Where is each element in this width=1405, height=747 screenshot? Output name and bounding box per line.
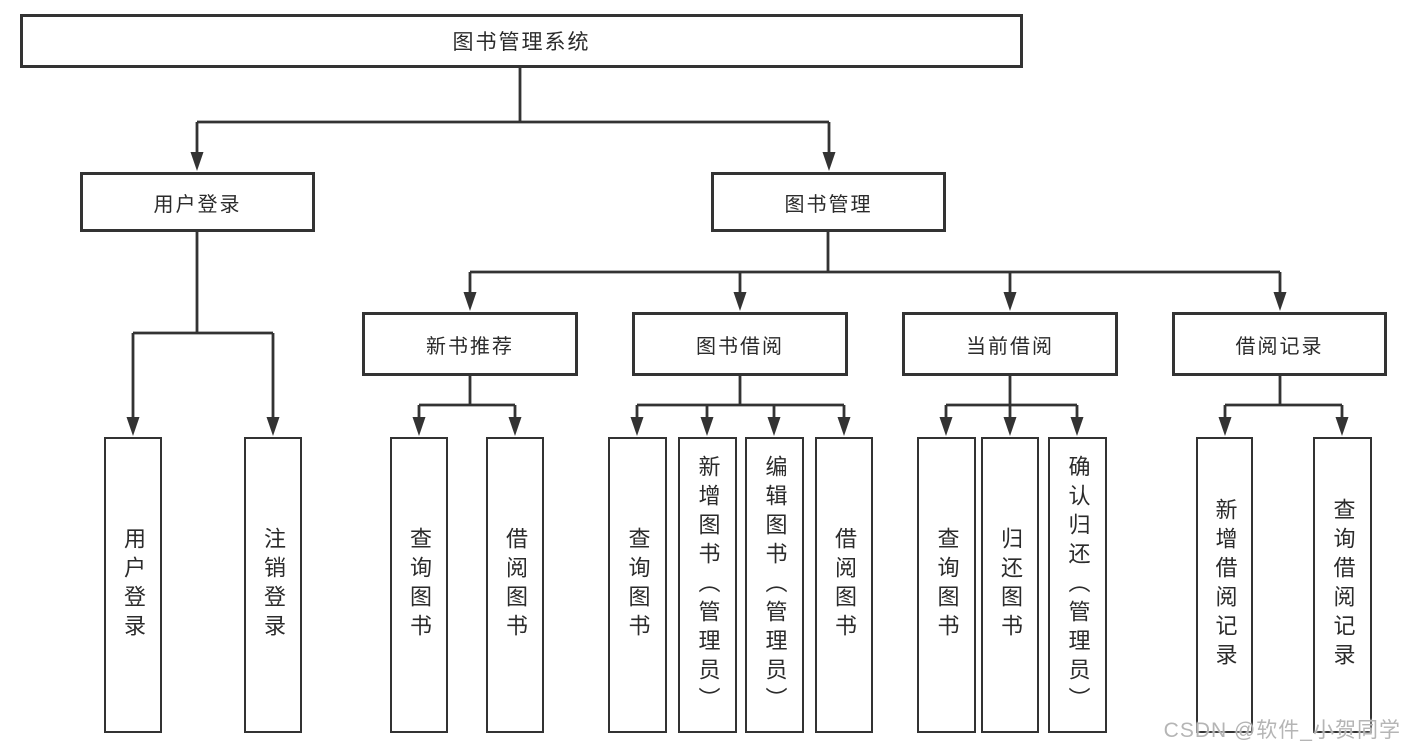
leaf-user-login: 用户登录: [104, 437, 162, 733]
node-book-borrow: 图书借阅: [632, 312, 848, 376]
node-label: 图书借阅: [696, 335, 784, 358]
leaf-query-books-borrow: 查询图书: [608, 437, 667, 733]
node-label: 用户登录: [121, 527, 146, 643]
node-label: 图书管理: [784, 193, 873, 216]
node-book-management: 图书管理: [711, 172, 946, 232]
leaf-borrow-books: 借阅图书: [815, 437, 873, 733]
node-label: 图书管理系统: [452, 31, 591, 54]
node-new-book-recommend: 新书推荐: [362, 312, 578, 376]
node-label: 新增借阅记录: [1212, 498, 1238, 672]
node-label: 查询图书: [625, 527, 651, 643]
leaf-query-borrow-record: 查询借阅记录: [1313, 437, 1372, 733]
node-label: 编辑图书（管理员）: [762, 454, 788, 716]
node-label: 查询图书: [934, 527, 960, 643]
arrowheads: [126, 152, 1349, 436]
node-current-borrow: 当前借阅: [902, 312, 1118, 376]
node-label: 查询图书: [407, 527, 432, 643]
csdn-watermark: CSDN @软件_小贺同学: [1163, 719, 1401, 742]
node-label: 确认归还（管理员）: [1065, 454, 1091, 716]
node-label: 查询借阅记录: [1330, 498, 1356, 672]
leaf-return-books: 归还图书: [981, 437, 1039, 733]
leaf-edit-books-admin: 编辑图书（管理员）: [745, 437, 804, 733]
leaf-add-books-admin: 新增图书（管理员）: [678, 437, 737, 733]
leaf-query-books-recommend: 查询图书: [390, 437, 448, 733]
node-library-management-system: 图书管理系统: [20, 14, 1023, 68]
node-label: 新增图书（管理员）: [695, 454, 721, 716]
node-label: 注销登录: [261, 527, 286, 643]
node-label: 借阅图书: [832, 527, 857, 643]
leaf-borrow-books-recommend: 借阅图书: [486, 437, 544, 733]
node-label: 借阅图书: [503, 527, 528, 643]
node-borrow-records: 借阅记录: [1172, 312, 1387, 376]
leaf-add-borrow-record: 新增借阅记录: [1196, 437, 1253, 733]
leaf-logout: 注销登录: [244, 437, 302, 733]
node-label: 用户登录: [153, 193, 242, 216]
node-user-login: 用户登录: [80, 172, 315, 232]
node-label: 当前借阅: [966, 335, 1054, 358]
leaf-query-books-current: 查询图书: [917, 437, 976, 733]
node-label: 新书推荐: [426, 335, 514, 358]
node-label: 归还图书: [998, 527, 1023, 643]
node-label: 借阅记录: [1235, 335, 1324, 358]
leaf-confirm-return-admin: 确认归还（管理员）: [1048, 437, 1107, 733]
